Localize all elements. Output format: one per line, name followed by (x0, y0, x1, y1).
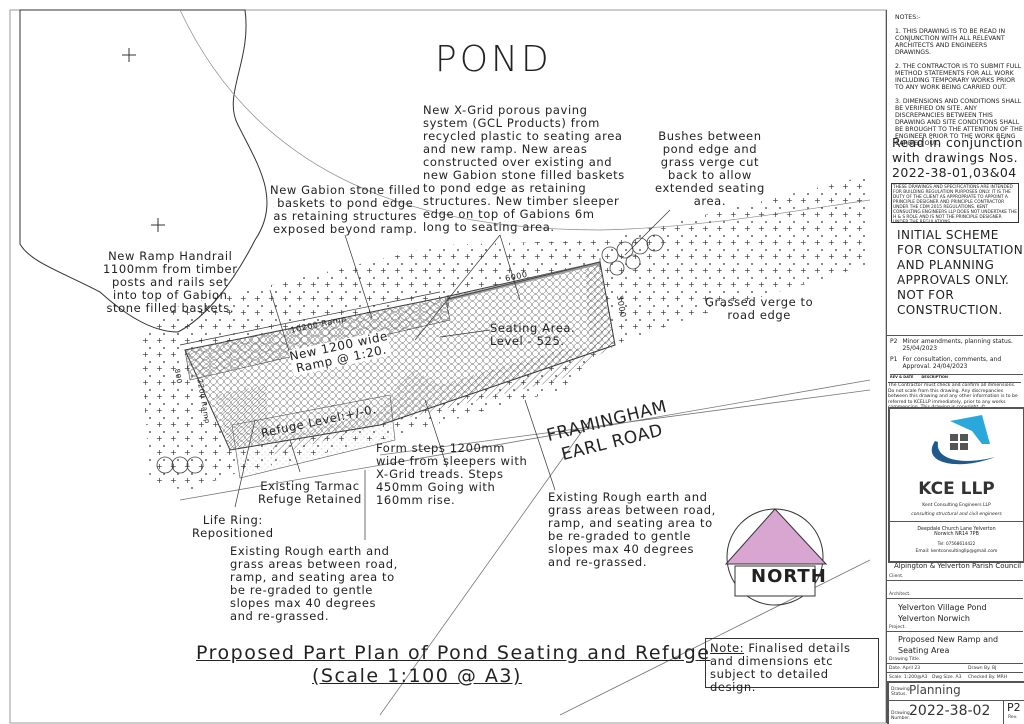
note-text: Finalised details and dimensions etc sub… (710, 641, 851, 694)
revision-code: P1 (890, 356, 898, 363)
revision-code: P2 (890, 338, 898, 345)
scale-value: 1:200@A3 (903, 675, 928, 680)
pond-label: POND (435, 39, 552, 80)
company-logo (931, 415, 995, 465)
desc-header: DESCRIPTION (921, 375, 948, 379)
drawn-value: BJ (992, 666, 997, 671)
date-label: Date. (889, 666, 902, 671)
company-block: KCE LLP Kent Consulting Engineers LLP co… (888, 407, 1024, 563)
company-name: KCE LLP (918, 479, 995, 499)
drawing-status: Planning (909, 683, 961, 697)
drawing-title-value: Proposed New Ramp and Seating Area (898, 635, 999, 655)
north-arrow (724, 508, 828, 606)
rev-header: REV & DATE (890, 375, 914, 379)
bushes (156, 234, 664, 474)
revision-description: For consultation, comments, and Approval… (902, 356, 1002, 370)
company-email: Email: kentconsultingllp@gmail.com (915, 549, 998, 554)
timber-sleeper-edge (444, 261, 601, 302)
dim-line-ramp (179, 291, 441, 346)
revision-row: P2 Minor amendments, planning status. 25/… (890, 338, 1023, 356)
status-label: Drawing Status. (891, 687, 910, 697)
client-label: Client. (889, 574, 904, 579)
company-address: Deepdale Church Lane Yelverton Norwich N… (917, 527, 996, 537)
road-edges (179, 379, 871, 716)
general-notes: NOTES:- 1. THIS DRAWING IS TO BE READ IN… (895, 14, 1023, 147)
revision-divider (886, 335, 1023, 336)
tarmac-refuge (231, 394, 396, 479)
size-value: A3 (955, 675, 962, 680)
xgrid-paving (185, 262, 615, 450)
survey-marks (122, 48, 165, 232)
divider (886, 663, 1023, 664)
annotation-verge: Grassed verge to road edge (705, 295, 814, 322)
date-value: April 23 (902, 666, 921, 671)
company-full-name: Kent Consulting Engineers LLP (922, 503, 991, 508)
revision: P2 (1007, 701, 1021, 714)
note-label: Note: (710, 641, 745, 655)
rev-label: Rev. (1008, 715, 1018, 720)
revision-header: REV & DATE DESCRIPTION (890, 374, 1023, 379)
pond-outline (19, 9, 268, 333)
north-label: NORTH (751, 566, 827, 587)
status-block: Drawing Status. Planning Drawing Number.… (887, 681, 1024, 724)
annotation-handrail: New Ramp Handrail 1100mm from timber pos… (103, 249, 238, 315)
drawing-number: 2022-38-02 (909, 703, 991, 719)
cdm-statement: THESE DRAWINGS AND SPECIFICATIONS ARE IN… (891, 183, 1019, 225)
revision-description: Minor amendments, planning status. 25/04… (902, 338, 1013, 352)
divider (886, 631, 1023, 632)
revision-table: P2 Minor amendments, planning status. 25/… (890, 338, 1023, 379)
revision-row: P1 For consultation, comments, and Approv… (890, 356, 1023, 374)
slope-right (585, 262, 615, 350)
leader-lines (234, 209, 671, 540)
size-label: Dwg Size. (932, 675, 955, 680)
annotation-steps: Form steps 1200mm wide from sleepers wit… (376, 441, 528, 507)
annotation-tarmac: Existing Tarmac Refuge Retained (258, 479, 362, 506)
scheme-status: INITIAL SCHEME FOR CONSULTATION AND PLAN… (897, 228, 1024, 317)
architect-label: Architect. (889, 592, 911, 597)
checked-label: Checked By. (968, 675, 996, 680)
project: Yelverton Village Pond Yelverton Norwich (898, 603, 987, 623)
annotation-bushes: Bushes between pond edge and grass verge… (655, 129, 765, 208)
drawing-scale: (Scale 1:100 @ A3) (312, 665, 522, 687)
annotation-rough-right: Existing Rough earth and grass areas bet… (548, 490, 716, 569)
dim-line-6000 (447, 258, 601, 308)
drawing-title: Proposed Part Plan of Pond Seating and R… (196, 642, 711, 664)
drawing-title-label: Drawing Title. (889, 657, 921, 662)
company-tagline: consulting structural and civil engineer… (890, 512, 1023, 522)
divider (886, 672, 1023, 673)
dim-ramp-width-a: 800 (172, 368, 184, 385)
client: Alpington & Yelverton Parish Council (894, 562, 1022, 570)
divider (886, 580, 1023, 581)
checked-value: MRH (996, 675, 1008, 680)
annotation-lifering: Life Ring: Repositioned (192, 513, 274, 540)
title-block (886, 10, 1024, 723)
seating-area-label: Seating Area. Level - 525. (490, 321, 576, 348)
drawn-label: Drawn By. (968, 666, 991, 671)
company-tel: Tel: 07568614422 (937, 541, 976, 546)
read-with-drawings: Read in conjunction with drawings Nos. 2… (892, 135, 1023, 180)
divider (886, 598, 1023, 599)
gabion-baskets (184, 296, 451, 381)
annotation-gabion: New Gabion stone filled baskets to pond … (270, 183, 421, 236)
note-box: Note: Finalised details and dimensions e… (705, 638, 879, 694)
project-label: Project. (889, 625, 906, 630)
annotation-rough-left: Existing Rough earth and grass areas bet… (230, 544, 398, 623)
annotation-xgrid: New X-Grid porous paving system (GCL Pro… (423, 103, 625, 234)
scale-label: Scale. (889, 675, 903, 680)
number-label: Drawing Number. (891, 711, 911, 721)
